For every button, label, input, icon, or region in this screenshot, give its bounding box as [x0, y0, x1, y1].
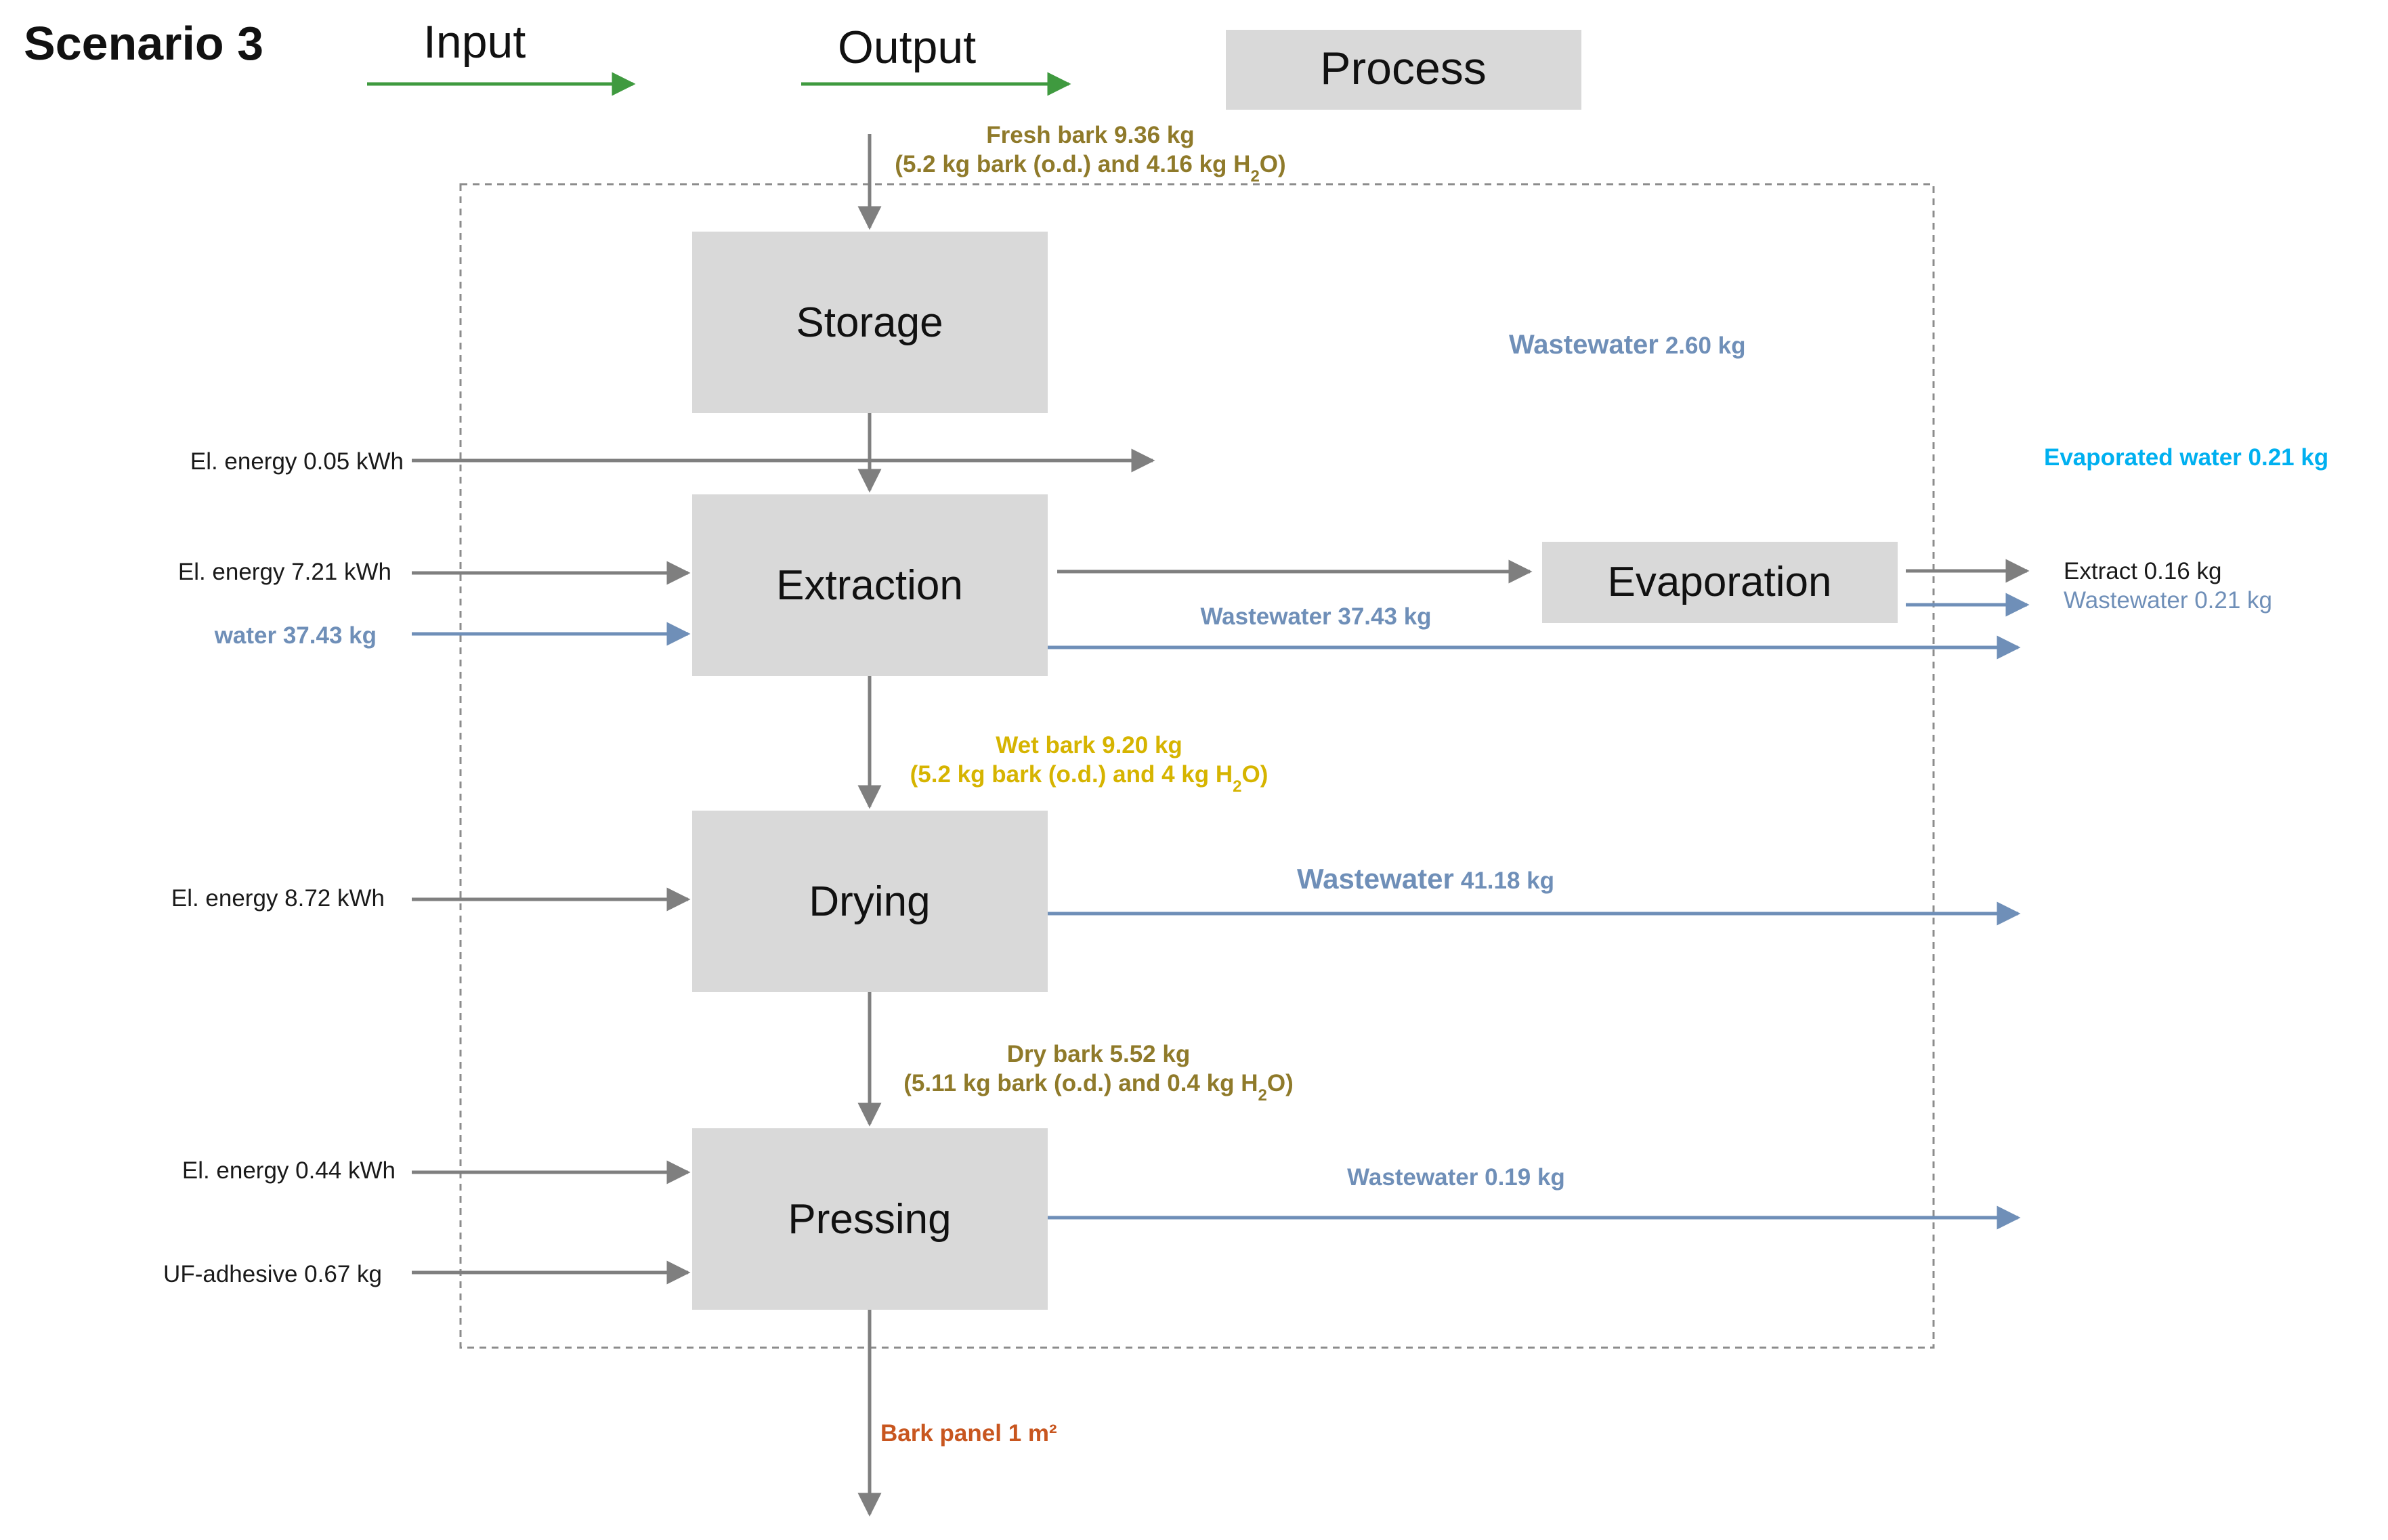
legend: Input Output Process [367, 16, 1581, 110]
pressing-wastewater-label: Wastewater 0.19 kg [1347, 1164, 1565, 1191]
dry-bark-label: Dry bark 5.52 kg [1007, 1041, 1190, 1067]
evaporation-label: Evaporation [1608, 559, 1832, 605]
uf-adhesive-label: UF-adhesive 0.67 kg [163, 1261, 382, 1287]
process-drying: Drying [692, 811, 1048, 992]
dry-bark-composition: (5.11 kg bark (o.d.) and 0.4 kg H2O) [903, 1070, 1293, 1105]
evaporated-water-label: Evaporated water 0.21 kg [2044, 444, 2328, 471]
extraction-label: Extraction [776, 562, 963, 609]
bark-panel-label: Bark panel 1 m² [880, 1420, 1057, 1447]
extraction-el-energy-label: El. energy 7.21 kWh [178, 559, 391, 585]
drying-label: Drying [809, 878, 930, 925]
storage-label: Storage [796, 299, 943, 346]
legend-process-box [1226, 30, 1581, 110]
process-storage: Storage [692, 232, 1048, 413]
system-boundary [459, 183, 1935, 1349]
wet-bark-label: Wet bark 9.20 kg [996, 732, 1182, 758]
extraction-wastewater-label: Wastewater 37.43 kg [1200, 603, 1431, 630]
process-evaporation: Evaporation [1542, 542, 1898, 623]
fresh-bark-composition: (5.2 kg bark (o.d.) and 4.16 kg H2O) [895, 151, 1285, 186]
legend-input-label: Input [423, 16, 526, 68]
legend-process-label: Process [1320, 43, 1487, 94]
wet-bark-composition: (5.2 kg bark (o.d.) and 4 kg H2O) [910, 761, 1268, 796]
legend-output-label: Output [838, 22, 976, 73]
process-pressing: Pressing [692, 1128, 1048, 1310]
extract-output-label: Extract 0.16 kg [2064, 558, 2221, 584]
pressing-el-energy-label: El. energy 0.44 kWh [182, 1157, 396, 1184]
process-extraction: Extraction [692, 494, 1048, 676]
diagram-title: Scenario 3 [24, 17, 263, 70]
drying-el-energy-label: El. energy 8.72 kWh [171, 885, 385, 912]
pressing-label: Pressing [788, 1196, 951, 1243]
evaporation-wastewater-label: Wastewater 0.21 kg [2064, 587, 2272, 614]
fresh-bark-label: Fresh bark 9.36 kg [986, 122, 1194, 148]
storage-el-energy-label: El. energy 0.05 kWh [190, 448, 404, 475]
extraction-water-label: water 37.43 kg [214, 622, 377, 649]
